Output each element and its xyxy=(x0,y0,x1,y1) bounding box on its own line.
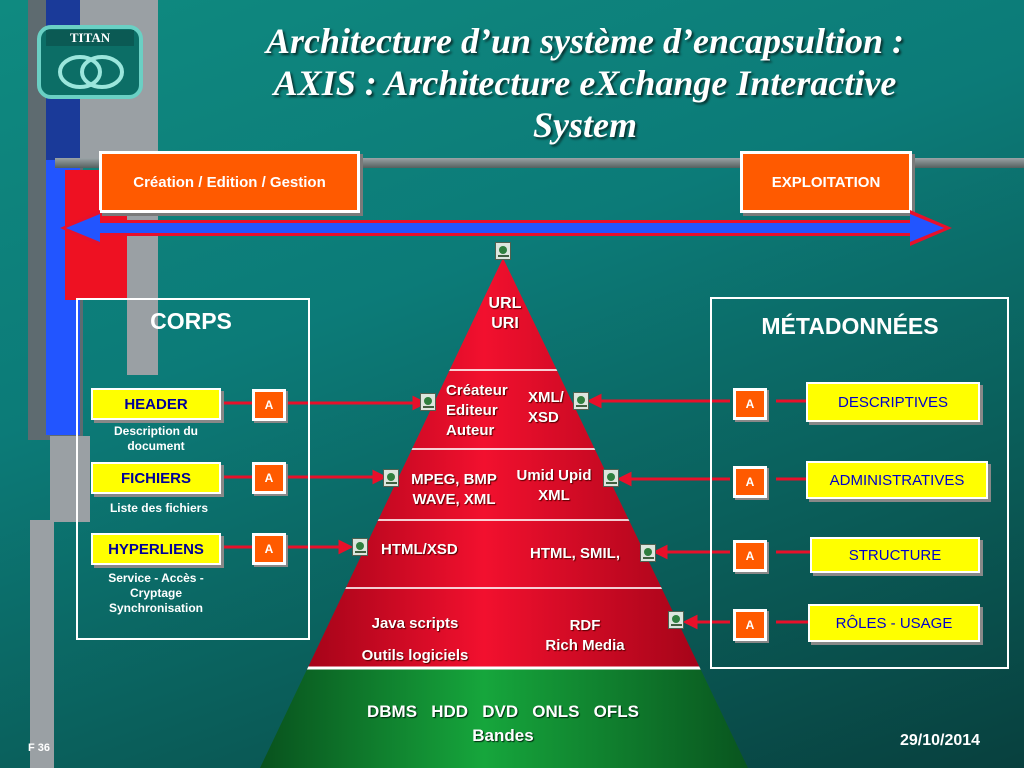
tier5-right-label: RDF Rich Media xyxy=(530,616,640,656)
base-label: DBMS HDD DVD ONLS OFLS Bandes xyxy=(320,700,686,748)
title-line-2: AXIS : Architecture eXchange Interactive xyxy=(273,63,897,103)
document-icon xyxy=(668,611,684,629)
descriptives-link-box: A xyxy=(733,388,767,420)
document-icon xyxy=(573,392,589,410)
tier1-label: URL URI xyxy=(468,294,542,334)
tier5-left-label: Java scripts Outils logiciels xyxy=(352,614,478,666)
caption-line: document xyxy=(127,439,185,453)
titan-logo: TITAN xyxy=(36,24,144,100)
document-icon xyxy=(495,242,511,260)
document-icon xyxy=(603,469,619,487)
descriptives-box: DESCRIPTIVES xyxy=(806,382,980,422)
label-line: Umid Upid xyxy=(516,467,592,484)
administratives-box: ADMINISTRATIVES xyxy=(806,461,988,499)
label-line: WAVE, XML xyxy=(412,491,496,508)
tier3-right-label: Umid Upid XML xyxy=(508,466,600,506)
title-line-3: System xyxy=(533,105,637,145)
divider-bar xyxy=(55,158,1024,168)
caption-line: Liste des fichiers xyxy=(109,501,209,515)
label-line: RDF xyxy=(569,617,601,634)
caption-line: Cryptage xyxy=(129,586,182,600)
slide-date: 29/10/2014 xyxy=(900,732,981,749)
document-icon xyxy=(383,469,399,487)
titan-logo-icon xyxy=(37,25,143,99)
slide-title: Architecture d’un système d’encapsultion… xyxy=(200,20,970,146)
hyperliens-box: HYPERLIENS xyxy=(91,533,221,565)
tier4-right-label: HTML, SMIL, xyxy=(530,545,620,562)
label-line: Editeur xyxy=(446,402,498,419)
tier2-left-label: Créateur Editeur Auteur xyxy=(446,381,508,441)
tier4-left-label: HTML/XSD xyxy=(381,541,458,558)
page-number: F 36 xyxy=(28,742,51,754)
label-line: XML xyxy=(538,487,570,504)
label-line: Rich Media xyxy=(545,637,625,654)
label-line: Java scripts xyxy=(371,615,459,632)
corps-panel xyxy=(76,298,310,640)
structure-link-box: A xyxy=(733,540,767,572)
metadonnees-title: MÉTADONNÉES xyxy=(761,313,939,339)
label-line: XSD xyxy=(528,409,559,426)
label-line: DBMS HDD DVD ONLS OFLS xyxy=(366,702,639,721)
document-icon xyxy=(420,393,436,411)
fichiers-box: FICHIERS xyxy=(91,462,221,494)
double-arrow xyxy=(60,210,952,246)
decor-bar-bottom xyxy=(30,520,54,768)
document-icon xyxy=(352,538,368,556)
label-line: XML/ xyxy=(528,389,564,406)
fichiers-link-box: A xyxy=(252,462,286,494)
roles-usage-box: RÔLES - USAGE xyxy=(808,604,980,642)
roles-usage-link-box: A xyxy=(733,609,767,641)
caption-line: Service - Accès - xyxy=(108,571,204,585)
creation-box: Création / Edition / Gestion xyxy=(99,151,360,213)
label-line: Bandes xyxy=(472,726,534,745)
metadonnees-panel xyxy=(710,297,1009,669)
label-line: Auteur xyxy=(446,422,495,439)
header-link-box: A xyxy=(252,389,286,421)
exploitation-box: EXPLOITATION xyxy=(740,151,912,213)
fichiers-caption: Liste des fichiers xyxy=(91,501,227,516)
structure-box: STRUCTURE xyxy=(810,537,980,573)
document-icon xyxy=(640,544,656,562)
label-line: Outils logiciels xyxy=(361,647,469,664)
decor-bar-lightgray xyxy=(50,436,90,522)
connector-lines xyxy=(222,393,810,630)
tier3-left-label: MPEG, BMP WAVE, XML xyxy=(402,470,506,510)
header-box: HEADER xyxy=(91,388,221,420)
label-line: URL xyxy=(488,295,522,312)
corps-title: CORPS xyxy=(150,308,232,334)
header-caption: Description du document xyxy=(91,424,221,454)
caption-line: Description du xyxy=(113,424,198,438)
label-line: URI xyxy=(491,315,519,332)
caption-line: Synchronisation xyxy=(108,601,203,615)
hyperliens-caption: Service - Accès - Cryptage Synchronisati… xyxy=(91,571,221,616)
label-line: Créateur xyxy=(446,382,508,399)
label-line: MPEG, BMP xyxy=(411,471,497,488)
logo-text: TITAN xyxy=(69,30,111,45)
hyperliens-link-box: A xyxy=(252,533,286,565)
title-line-1: Architecture d’un système d’encapsultion… xyxy=(266,21,904,61)
tier2-right-label: XML/ XSD xyxy=(528,388,564,428)
administratives-link-box: A xyxy=(733,466,767,498)
